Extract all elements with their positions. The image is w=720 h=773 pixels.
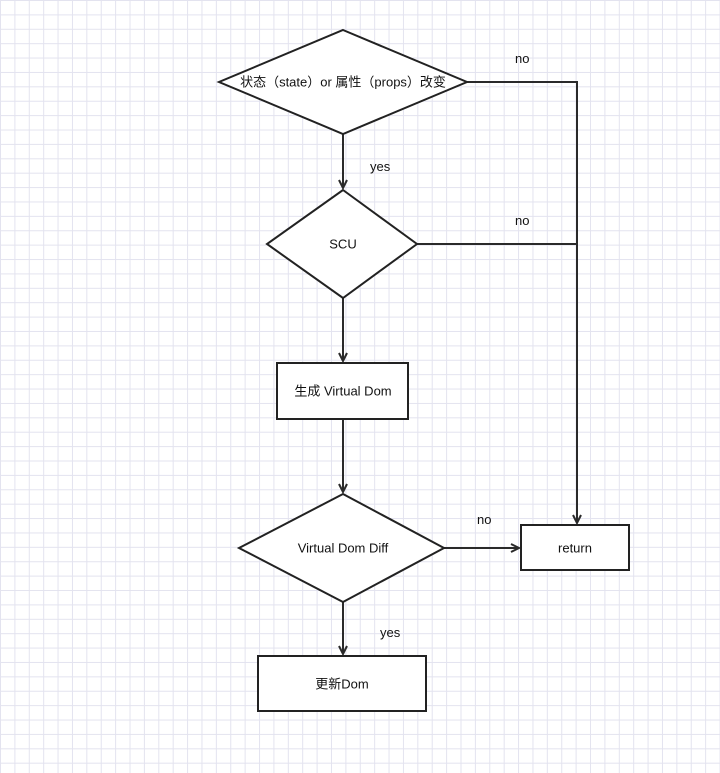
process-return-shape [520, 524, 630, 571]
decision-scu-shape [265, 188, 419, 300]
label-scu-no: no [515, 213, 529, 228]
label-diff-yes: yes [380, 625, 401, 640]
process-generate-vdom: 生成 Virtual Dom [276, 362, 409, 420]
decision-state-props: 状态（state）or 属性（props）改变 [216, 28, 470, 136]
label-state-no: no [515, 51, 529, 66]
process-update-dom-label: 更新Dom [315, 677, 368, 692]
decision-scu: SCU [265, 188, 419, 300]
process-return: return [520, 524, 630, 571]
edges [343, 81, 578, 654]
label-state-yes: yes [370, 159, 391, 174]
decision-scu-label: SCU [329, 237, 356, 252]
decision-vdom-diff: Virtual Dom Diff [236, 492, 447, 604]
label-diff-no: no [477, 512, 491, 527]
decision-vdom-diff-label: Virtual Dom Diff [298, 541, 389, 556]
decision-state-props-label: 状态（state）or 属性（props）改变 [240, 75, 446, 90]
process-generate-vdom-label: 生成 Virtual Dom [294, 384, 391, 399]
decision-state-props-shape [216, 28, 470, 136]
edge-labels: no yes no no yes [370, 51, 529, 640]
process-update-dom: 更新Dom [257, 655, 427, 712]
process-generate-vdom-shape [276, 362, 409, 420]
process-return-label: return [558, 541, 592, 556]
decision-vdom-diff-shape [236, 492, 447, 604]
process-update-dom-shape [257, 655, 427, 712]
